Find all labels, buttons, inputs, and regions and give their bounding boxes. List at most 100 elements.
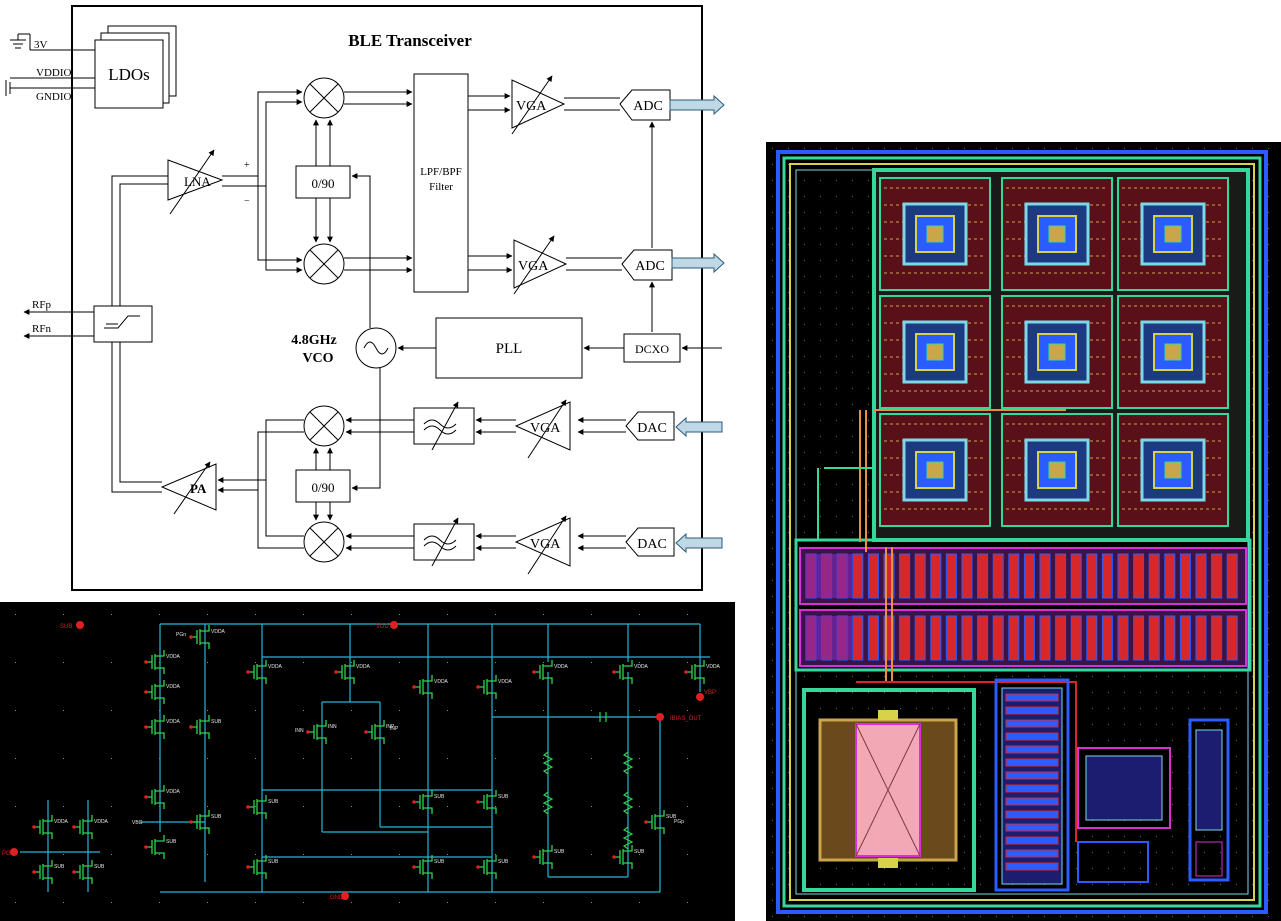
vga-rx-i-label: VGA [516, 99, 547, 114]
cap-cell-1 [1001, 177, 1113, 291]
pa-label: PA [190, 481, 207, 496]
mixer-rx-i [303, 77, 345, 119]
mixer-tx-i [303, 405, 345, 447]
pll-block [435, 317, 583, 379]
adc-i-output-arrow [669, 94, 725, 116]
pin-pg: PG [2, 851, 11, 857]
mosfet-17: SUB [246, 795, 279, 819]
cap-cell-2 [1117, 177, 1229, 291]
mosfet-3: VDDA [144, 715, 181, 739]
svg-text:INP: INP [386, 724, 395, 730]
svg-text:VDDA: VDDA [356, 664, 371, 670]
diagram-title: BLE Transceiver [348, 31, 472, 50]
vga-rx-q: VGA [513, 235, 568, 295]
capacitor-array [872, 168, 1250, 542]
vco-oscillator [355, 327, 397, 369]
svg-text:SUB: SUB [94, 864, 105, 870]
mosfet-1: VDDA [144, 650, 181, 674]
svg-text:SUB: SUB [498, 859, 509, 865]
mosfet-21: SUB [412, 855, 445, 879]
routing [817, 409, 1077, 842]
mosfet-9: VDDA [532, 660, 569, 684]
filter-label-1: LPF/BPF [420, 166, 462, 178]
block-diagram: BLE Transceiver 3V VDDIO GNDIO LDOs RFp … [5, 5, 725, 591]
svg-text:SUB: SUB [434, 859, 445, 865]
svg-text:SUB: SUB [498, 794, 509, 800]
dac-q-input-arrow [675, 532, 723, 554]
rfn-label: RFn [32, 323, 51, 335]
mosfet-24: VDDA [32, 815, 69, 839]
dcxo-block [623, 333, 681, 363]
svg-text:VDDA: VDDA [166, 654, 181, 660]
label-inn: INN [295, 728, 304, 734]
mosfet-14: VDDA [144, 785, 181, 809]
dac-i-label: DAC [637, 421, 667, 436]
schematic-wires [20, 623, 710, 893]
svg-text:VDDA: VDDA [268, 664, 283, 670]
svg-text:VDDA: VDDA [94, 819, 109, 825]
svg-text:SUB: SUB [434, 794, 445, 800]
cap-cell-8 [1117, 413, 1229, 527]
tx-filter-i [413, 401, 475, 451]
vga-tx-i: VGA [514, 399, 571, 459]
mosfet-28: SUB [532, 845, 565, 869]
svg-text:VDDA: VDDA [54, 819, 69, 825]
mosfet-16: SUB [144, 835, 177, 859]
filter-label-2: Filter [429, 181, 453, 193]
adc-i-label: ADC [633, 99, 663, 114]
cap-cell-7 [1001, 413, 1113, 527]
svg-text:SUB: SUB [211, 719, 222, 725]
phase-shifter-rx [295, 165, 351, 199]
mosfet-26: SUB [32, 860, 65, 884]
pa-amplifier: PA [160, 461, 217, 515]
phase-shifter-tx [295, 469, 351, 503]
pin-gnd: GND [330, 895, 344, 901]
mosfet-7: VDDA [412, 675, 449, 699]
svg-text:VDDA: VDDA [498, 679, 513, 685]
mosfet-15: SUB [189, 810, 222, 834]
pin-sub: SUB [60, 624, 72, 630]
vga-tx-q-label: VGA [530, 537, 561, 552]
supply-gndio: GNDIO [36, 91, 71, 103]
mosfet-22: SUB [476, 855, 509, 879]
label-pgp: PGp [674, 819, 684, 825]
mosfet-12: INN [306, 720, 337, 744]
adc-i: ADC [619, 89, 671, 121]
transistors: VDDA VDDA VDDA VDDA SUB VDDA VDDA VDDA VDDA VDDA V… [32, 625, 721, 884]
mosfet-5: VDDA [246, 660, 283, 684]
supply-vddio: VDDIO [36, 67, 71, 79]
lna-plus: + [244, 160, 250, 171]
adc-q: ADC [621, 249, 673, 281]
mosfet-8: VDDA [476, 675, 513, 699]
mosfet-19: SUB [476, 790, 509, 814]
svg-text:SUB: SUB [54, 864, 65, 870]
guard-rings [776, 150, 1268, 914]
label-vbg: VBG [132, 820, 143, 826]
lpf-bpf-filter [413, 73, 469, 293]
vga-tx-q: VGA [514, 515, 571, 575]
cap-cell-0 [879, 177, 991, 291]
svg-text:VDDA: VDDA [166, 719, 181, 725]
mosfet-10: VDDA [612, 660, 649, 684]
bottom-devices [802, 678, 1230, 892]
vco-label: VCO [302, 351, 333, 366]
svg-text:SUB: SUB [211, 814, 222, 820]
dac-q-label: DAC [637, 537, 667, 552]
svg-text:SUB: SUB [166, 839, 177, 845]
pll-label: PLL [496, 341, 523, 357]
dac-i: DAC [625, 411, 675, 441]
resistor-array [794, 538, 1252, 672]
cap-cell-4 [1001, 295, 1113, 409]
svg-text:SUB: SUB [666, 814, 677, 820]
label-inp: INP [390, 726, 399, 732]
supply-3v: 3V [34, 39, 48, 51]
mosfet-25: VDDA [72, 815, 109, 839]
mixer-tx-q [303, 521, 345, 563]
vga-tx-i-label: VGA [530, 421, 561, 436]
label-pgn: PGn [176, 632, 186, 638]
vga-rx-q-label: VGA [518, 259, 549, 274]
chip-layout [766, 142, 1281, 921]
svg-text:VDDA: VDDA [434, 679, 449, 685]
schematic-labels: SUB VDD GND IBIAS_OUT VBP PG [2, 624, 716, 901]
svg-text:VDDA: VDDA [706, 664, 721, 670]
